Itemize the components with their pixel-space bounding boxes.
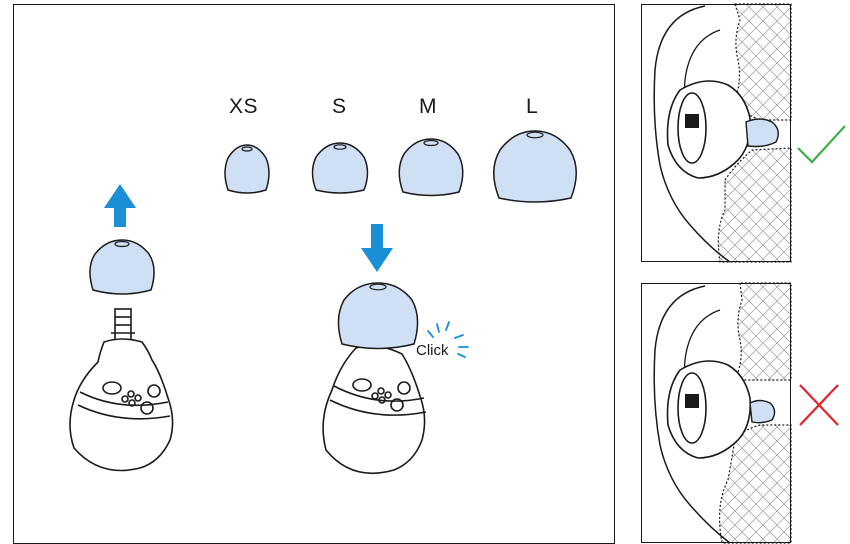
size-label-m: M [419, 95, 437, 118]
size-label-xs: XS [229, 95, 259, 118]
checkmark-icon [797, 125, 846, 164]
fit-correct-panel [641, 4, 791, 262]
eartip-s [311, 142, 369, 194]
earbud-left [69, 308, 174, 472]
fit-incorrect-panel [641, 283, 791, 543]
size-label-s: S [332, 95, 347, 118]
eartip-xs [224, 144, 270, 194]
eartip-m [398, 138, 464, 197]
size-label-l: L [526, 95, 539, 118]
ear-fit-bad [653, 282, 792, 544]
eartip-l [493, 130, 577, 203]
earbud-with-eartip [322, 345, 427, 474]
click-label: Click [416, 342, 449, 359]
eartip-removed [89, 239, 155, 295]
ear-fit-good [653, 3, 792, 263]
arrow-down-icon [361, 224, 393, 272]
click-spark-icon [427, 321, 469, 358]
eartip-attached [337, 282, 419, 350]
cross-icon [799, 384, 839, 426]
arrow-up-icon [104, 184, 136, 227]
